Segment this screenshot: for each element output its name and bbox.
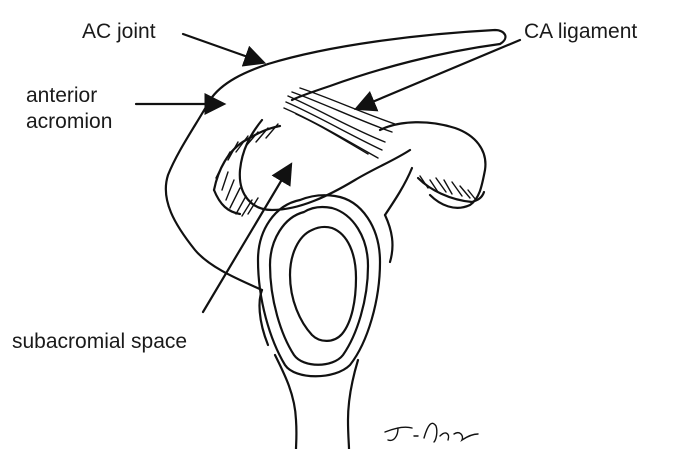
ca-ligament-arrow: [358, 40, 520, 108]
scapula-neck-left: [275, 355, 296, 449]
coracoid-underside: [385, 168, 412, 215]
glenoid-outer: [258, 195, 380, 376]
scapula-neck-right: [348, 360, 358, 449]
anterior-acromion-label-line1: anterior: [26, 84, 97, 108]
scapula-medial-border: [385, 215, 392, 262]
glenoid-middle: [270, 207, 368, 365]
ac-joint-arrow: [183, 34, 262, 62]
subacromial-space-label: subacromial space: [12, 330, 187, 354]
ac-joint-label: AC joint: [82, 20, 156, 44]
artist-signature: [385, 423, 478, 442]
acromion-hatching: [214, 124, 280, 216]
ca-ligament-label: CA ligament: [524, 20, 637, 44]
anterior-acromion-label-line2: acromion: [26, 110, 112, 134]
acromion-undersurface: [240, 120, 410, 210]
coracoid-process: [380, 122, 485, 208]
glenoid-inner: [290, 227, 356, 341]
subacromial-space-arrow: [203, 166, 290, 312]
coracoid-hatching: [418, 176, 484, 202]
